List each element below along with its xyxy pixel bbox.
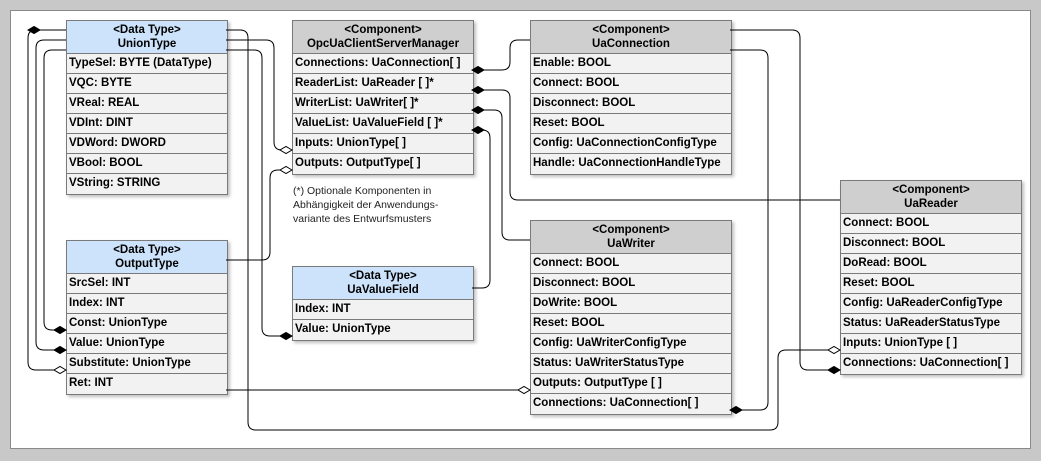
attribute-row: Config: UaWriterConfigType bbox=[531, 334, 731, 354]
class-box-outputtype[interactable]: <Data Type> OutputType SrcSel: INT Index… bbox=[66, 240, 228, 395]
class-name: UaValueField bbox=[347, 284, 419, 296]
attribute-row: Config: UaConnectionConfigType bbox=[531, 134, 731, 154]
class-header: <Component> OpcUaClientServerManager bbox=[293, 21, 473, 54]
attribute-row: SrcSel: INT bbox=[67, 274, 227, 294]
class-name: UaReader bbox=[904, 198, 958, 210]
class-name: OutputType bbox=[115, 258, 179, 270]
class-box-uaconnection[interactable]: <Component> UaConnection Enable: BOOL Co… bbox=[530, 20, 732, 175]
class-name: UaConnection bbox=[592, 38, 670, 50]
class-header: <Data Type> UnionType bbox=[67, 21, 227, 54]
attribute-row: Const: UnionType bbox=[67, 314, 227, 334]
class-box-uniontype[interactable]: <Data Type> UnionType TypeSel: BYTE (Dat… bbox=[66, 20, 228, 195]
class-name: UaWriter bbox=[607, 238, 655, 250]
attribute-row: VDWord: DWORD bbox=[67, 134, 227, 154]
attribute-row: Outputs: OutputType [ ] bbox=[531, 374, 731, 394]
attribute-row: Reset: BOOL bbox=[531, 114, 731, 134]
class-header: <Data Type> OutputType bbox=[67, 241, 227, 274]
class-header: <Component> UaConnection bbox=[531, 21, 731, 54]
stereotype-label: <Component> bbox=[892, 184, 970, 196]
attribute-row: Inputs: UnionType[ ] bbox=[293, 134, 473, 154]
stereotype-label: <Component> bbox=[344, 24, 422, 36]
attribute-row: Disconnect: BOOL bbox=[531, 94, 731, 114]
attribute-row: DoWrite: BOOL bbox=[531, 294, 731, 314]
stereotype-label: <Data Type> bbox=[113, 244, 181, 256]
class-box-uareader[interactable]: <Component> UaReader Connect: BOOL Disco… bbox=[840, 180, 1022, 375]
attribute-row: Inputs: UnionType [ ] bbox=[841, 334, 1021, 354]
attribute-row: VReal: REAL bbox=[67, 94, 227, 114]
attribute-row: ReaderList: UaReader [ ]* bbox=[293, 74, 473, 94]
attribute-row: VBool: BOOL bbox=[67, 154, 227, 174]
class-name: UnionType bbox=[117, 38, 177, 50]
attribute-row: VDInt: DINT bbox=[67, 114, 227, 134]
class-box-uawriter[interactable]: <Component> UaWriter Connect: BOOL Disco… bbox=[530, 220, 732, 415]
class-name: OpcUaClientServerManager bbox=[306, 38, 460, 50]
attribute-row: Connect: BOOL bbox=[531, 74, 731, 94]
attribute-row: Value: UnionType bbox=[67, 334, 227, 354]
attribute-row: TypeSel: BYTE (DataType) bbox=[67, 54, 227, 74]
attribute-row: Disconnect: BOOL bbox=[841, 234, 1021, 254]
attribute-row: VQC: BYTE bbox=[67, 74, 227, 94]
attribute-row: Status: UaWriterStatusType bbox=[531, 354, 731, 374]
attribute-row: DoRead: BOOL bbox=[841, 254, 1021, 274]
stereotype-label: <Data Type> bbox=[349, 270, 417, 282]
attribute-row: Connections: UaConnection[ ] bbox=[843, 357, 1009, 369]
attribute-row: Connections: UaConnection[ ] bbox=[293, 54, 473, 74]
attribute-row: Config: UaReaderConfigType bbox=[841, 294, 1021, 314]
attribute-row: VString: STRING bbox=[69, 177, 161, 189]
class-header: <Component> UaWriter bbox=[531, 221, 731, 254]
attribute-row: Index: INT bbox=[293, 300, 473, 320]
attribute-row: Status: UaReaderStatusType bbox=[841, 314, 1021, 334]
stereotype-label: <Component> bbox=[592, 224, 670, 236]
attribute-row: Reset: BOOL bbox=[531, 314, 731, 334]
footnote: (*) Optionale Komponenten in Abhängigkei… bbox=[293, 185, 439, 225]
attribute-row: Outputs: OutputType[ ] bbox=[295, 157, 421, 169]
stereotype-label: <Component> bbox=[592, 24, 670, 36]
class-box-uavaluefield[interactable]: <Data Type> UaValueField Index: INT Valu… bbox=[292, 266, 474, 341]
attribute-row: Ret: INT bbox=[69, 377, 114, 389]
attribute-row: Reset: BOOL bbox=[841, 274, 1021, 294]
class-header: <Component> UaReader bbox=[841, 181, 1021, 214]
class-box-manager[interactable]: <Component> OpcUaClientServerManager Con… bbox=[292, 20, 474, 175]
class-header: <Data Type> UaValueField bbox=[293, 267, 473, 300]
attribute-row: Index: INT bbox=[67, 294, 227, 314]
attribute-row: Substitute: UnionType bbox=[67, 354, 227, 374]
attribute-row: WriterList: UaWriter[ ]* bbox=[293, 94, 473, 114]
attribute-row: Enable: BOOL bbox=[531, 54, 731, 74]
attribute-row: Handle: UaConnectionHandleType bbox=[533, 157, 721, 169]
attribute-row: ValueList: UaValueField [ ]* bbox=[293, 114, 473, 134]
attribute-row: Value: UnionType bbox=[295, 323, 391, 335]
attribute-row: Connect: BOOL bbox=[841, 214, 1021, 234]
attribute-row: Connections: UaConnection[ ] bbox=[533, 397, 699, 409]
attribute-row: Disconnect: BOOL bbox=[531, 274, 731, 294]
stereotype-label: <Data Type> bbox=[113, 24, 181, 36]
attribute-row: Connect: BOOL bbox=[531, 254, 731, 274]
